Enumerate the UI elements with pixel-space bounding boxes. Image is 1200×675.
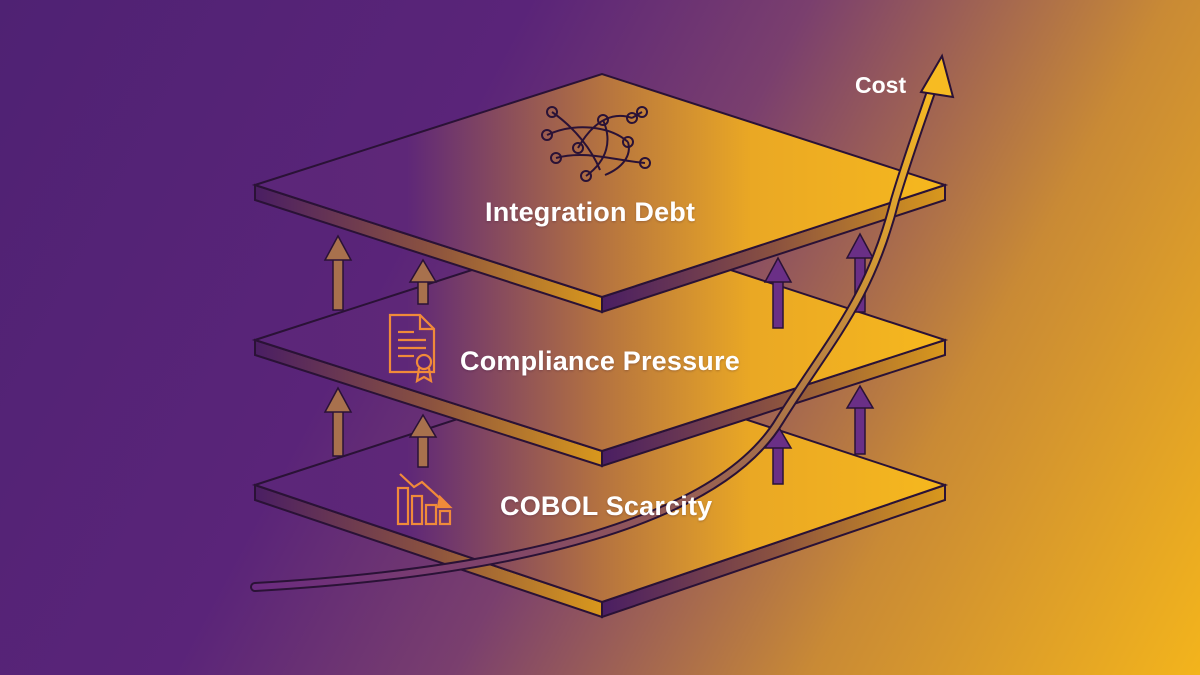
cost-label: Cost <box>855 72 907 98</box>
arrows-bottom-to-middle <box>323 384 875 485</box>
declining-bar-chart-icon <box>396 473 453 526</box>
up-arrow-icon <box>323 386 353 457</box>
layer-label-integration-debt: Integration Debt <box>485 197 696 227</box>
up-arrow-icon <box>323 234 353 311</box>
network-graph-icon <box>541 106 651 182</box>
layer-label-cobol-scarcity: COBOL Scarcity <box>500 491 713 521</box>
cost-curve-arrow <box>250 53 955 592</box>
top-slab <box>251 72 949 314</box>
certificate-document-icon <box>388 313 436 384</box>
layer-label-compliance-pressure: Compliance Pressure <box>460 346 740 376</box>
up-arrow-icon <box>763 256 793 329</box>
up-arrow-icon <box>408 258 438 305</box>
up-arrow-icon <box>845 384 875 455</box>
cost-arrowhead-icon <box>919 53 955 99</box>
up-arrow-icon <box>408 413 438 468</box>
